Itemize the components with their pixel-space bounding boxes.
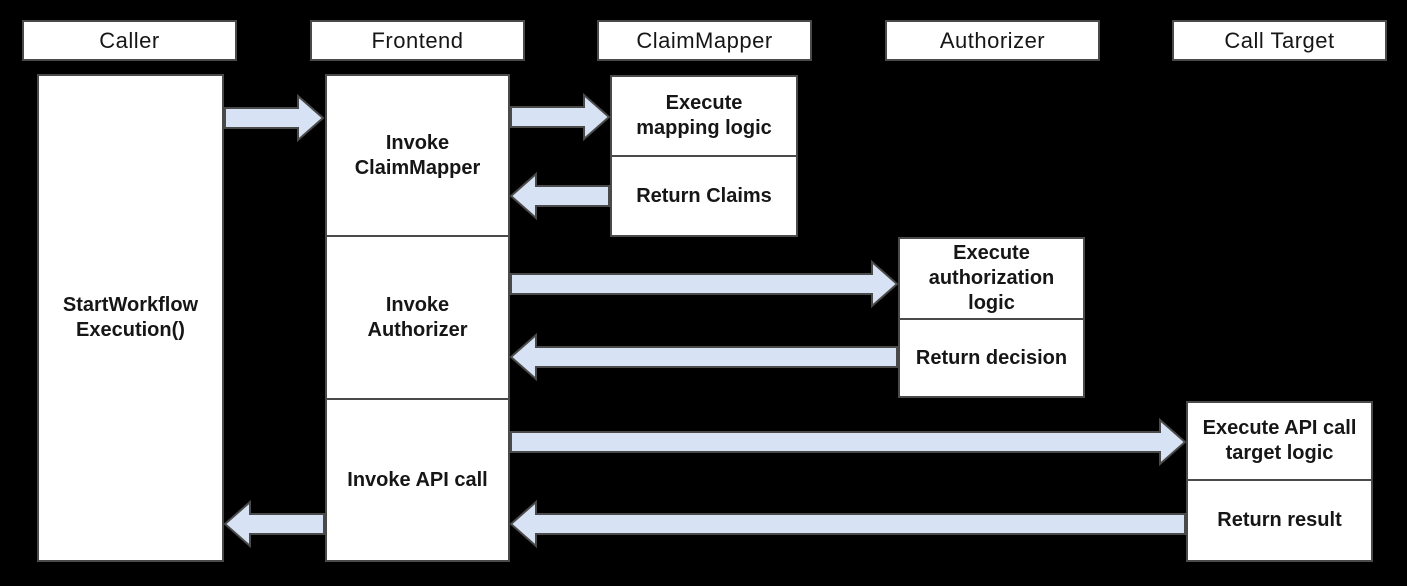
step-return-decision: Return decision [898,318,1085,398]
step-label: Invoke Authorizer [367,293,468,341]
step-label: StartWorkflow Execution() [62,294,199,341]
step-label: Execute mapping logic [636,92,772,139]
step-execute-api-call-target-logic: Execute API call target logic [1186,401,1373,481]
step-label: Invoke API call [347,468,488,491]
lane-header-calltarget-label: Call Target [1224,27,1335,53]
step-label: Return decision [915,346,1068,369]
step-label: Invoke ClaimMapper [354,131,481,179]
lane-header-claimmapper-label: ClaimMapper [636,27,773,53]
arrow-claimmapper-to-frontend [509,172,610,220]
lane-header-calltarget: Call Target [1172,20,1387,61]
step-label: Return result [1217,509,1342,531]
arrow-authorizer-to-frontend [509,333,898,381]
lane-header-authorizer: Authorizer [885,20,1100,61]
step-label: Return Claims [636,184,772,207]
arrow-calltarget-to-frontend [509,500,1186,548]
arrow-frontend-to-authorizer [510,260,899,308]
step-invoke-api-call: Invoke API call [325,398,510,562]
step-label: Execute API call target logic [1202,417,1357,464]
step-invoke-claimmapper: Invoke ClaimMapper [325,74,510,237]
lane-header-caller-label: Caller [99,27,160,53]
arrow-caller-to-frontend [224,94,325,142]
lane-header-frontend-label: Frontend [371,27,464,53]
arrow-frontend-to-claimmapper [510,93,611,141]
arrow-frontend-to-calltarget [510,418,1187,466]
lane-header-frontend: Frontend [310,20,525,61]
lane-header-authorizer-label: Authorizer [939,27,1046,53]
arrow-frontend-to-caller [223,500,325,548]
step-label: Execute authorization logic [928,242,1055,314]
step-startworkflowexecution: StartWorkflow Execution() [37,74,224,562]
lane-header-claimmapper: ClaimMapper [597,20,812,61]
step-return-result: Return result [1186,479,1373,562]
step-return-claims: Return Claims [610,155,798,237]
lane-header-caller: Caller [22,20,237,61]
step-invoke-authorizer: Invoke Authorizer [325,235,510,400]
step-execute-mapping-logic: Execute mapping logic [610,75,798,157]
step-execute-authorization-logic: Execute authorization logic [898,237,1085,320]
